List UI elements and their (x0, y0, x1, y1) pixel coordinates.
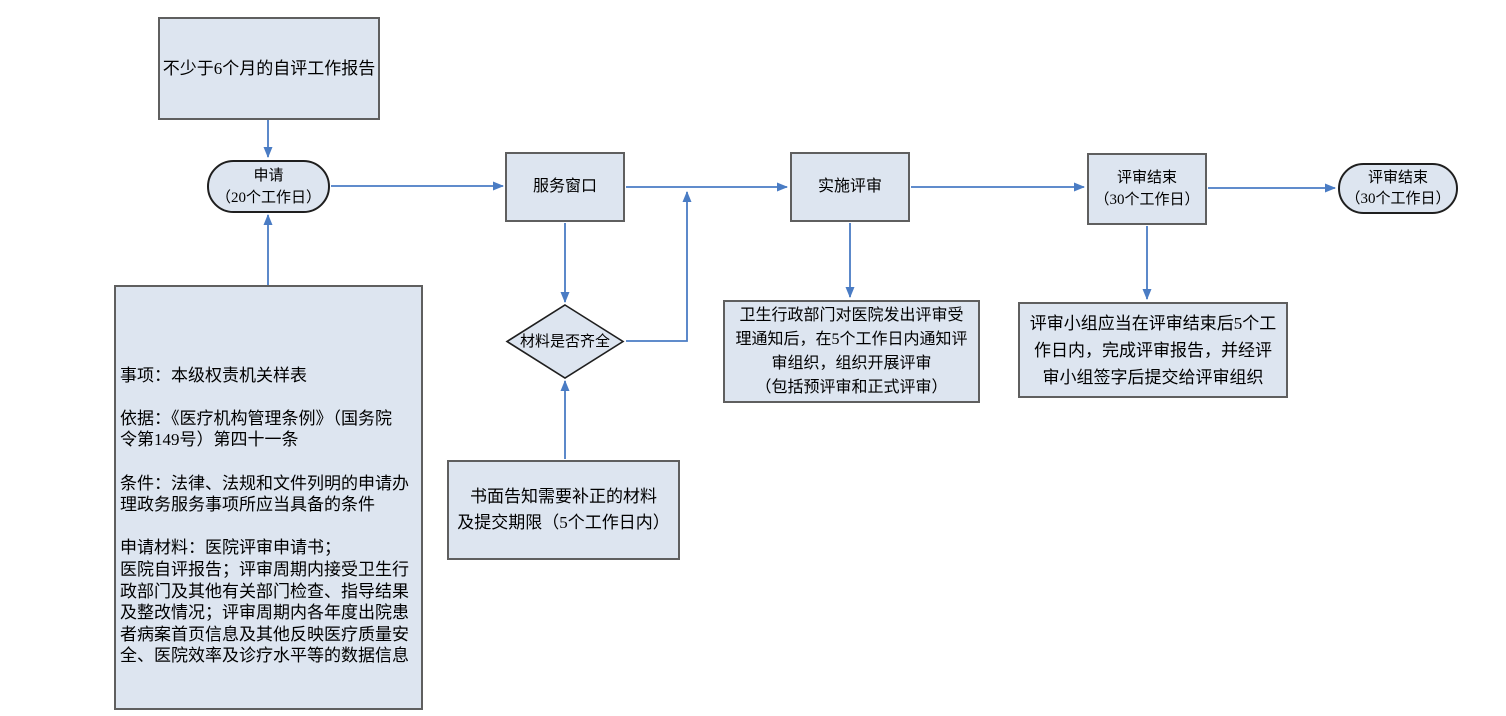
node-conduct-review: 实施评审 (790, 152, 910, 222)
arrow-materials-check-to-main-line (626, 191, 692, 342)
node-review-report: 评审小组应当在评审结束后5个工 作日内，完成评审报告，并经评 审小组签字后提交给… (1018, 302, 1288, 398)
node-apply-label: 申请 （20个工作日） (215, 167, 321, 206)
node-review-end-terminal-label: 评审结束 （30个工作日） (1345, 169, 1451, 207)
node-requirements-label: 事项：本级权责机关样表 依据：《医疗机构管理条例》（国务院 令第149号）第四十… (120, 365, 409, 666)
node-review-end: 评审结束 （30个工作日） (1087, 153, 1207, 225)
node-materials-check: 材料是否齐全 (505, 304, 625, 379)
node-review-end-label: 评审结束 （30个工作日） (1094, 170, 1200, 208)
node-conduct-review-label: 实施评审 (817, 178, 882, 195)
node-notify-org-label: 卫生行政部门对医院发出评审受 理通知后，在5个工作日内通知评 审组织，组织开展评… (735, 306, 968, 396)
node-written-notice-label: 书面告知需要补正的材料 及提交期限（5个工作日内） (457, 487, 670, 532)
node-self-report: 不少于6个月的自评工作报告 (158, 17, 380, 120)
node-review-report-label: 评审小组应当在评审结束后5个工 作日内，完成评审报告，并经评 审小组签字后提交给… (1029, 313, 1277, 387)
node-notify-org: 卫生行政部门对医院发出评审受 理通知后，在5个工作日内通知评 审组织，组织开展评… (723, 300, 980, 403)
node-service-window: 服务窗口 (505, 152, 625, 222)
node-materials-check-label: 材料是否齐全 (519, 333, 610, 350)
node-review-end-terminal: 评审结束 （30个工作日） (1338, 163, 1458, 214)
node-requirements: 事项：本级权责机关样表 依据：《医疗机构管理条例》（国务院 令第149号）第四十… (114, 285, 423, 710)
diamond-shape (505, 304, 625, 379)
node-service-window-label: 服务窗口 (532, 178, 597, 195)
node-apply: 申请 （20个工作日） (207, 160, 330, 213)
node-written-notice: 书面告知需要补正的材料 及提交期限（5个工作日内） (447, 460, 680, 560)
node-self-report-label: 不少于6个月的自评工作报告 (162, 58, 376, 78)
